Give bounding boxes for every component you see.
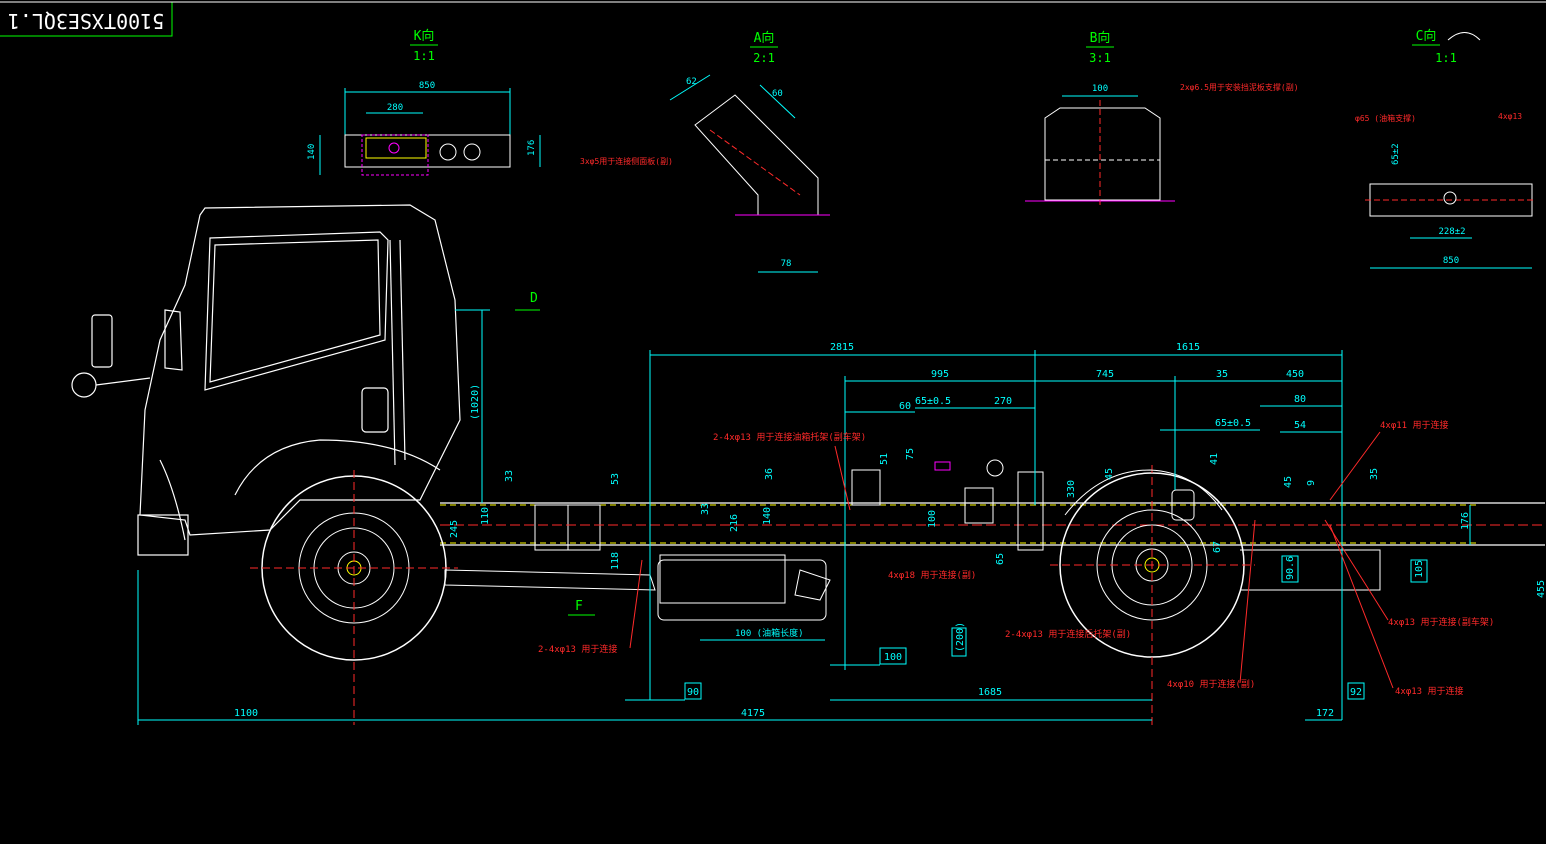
view-c-title: C向 xyxy=(1416,28,1437,44)
dim-v41: 41 xyxy=(1209,453,1220,465)
rear-wheel xyxy=(1050,465,1255,725)
view-a-scale: 2:1 xyxy=(753,51,775,65)
dim-v140: 140 xyxy=(762,507,773,525)
dim-v330: 330 xyxy=(1066,480,1077,498)
marker-d: D xyxy=(530,291,538,306)
dim-4175: 4175 xyxy=(741,708,765,719)
view-k-title: K向 xyxy=(414,28,435,44)
dim-v75: 75 xyxy=(905,448,916,460)
dim-c-65: 65±2 xyxy=(1391,143,1401,165)
drawing-code: 5100TXSE3QL.1 xyxy=(8,9,165,33)
dim-b-100: 100 xyxy=(1092,84,1108,94)
dim-k-850: 850 xyxy=(419,81,435,91)
dim-v33b: 33 xyxy=(700,503,711,515)
view-c: C向 1:1 850 228±2 65±2 φ65 (油箱支撑) 4xφ13 xyxy=(1355,28,1535,269)
dim-80: 80 xyxy=(1294,394,1306,405)
dim-172: 172 xyxy=(1316,708,1334,719)
front-wheel xyxy=(250,470,458,725)
view-k-scale: 1:1 xyxy=(413,49,435,63)
dim-1615: 1615 xyxy=(1176,342,1200,353)
dim-90: 90 xyxy=(687,687,699,698)
dim-k-280: 280 xyxy=(387,103,403,113)
note-a: 3xφ5用于连接侧面板(副) xyxy=(580,156,673,166)
vertical-dimensions: (1020) 33 53 36 51 75 41 45 45 35 9 110 … xyxy=(449,309,1546,657)
dim-1685: 1685 xyxy=(978,687,1002,698)
dim-k-176: 176 xyxy=(527,140,537,156)
dim-v45a: 45 xyxy=(1104,468,1115,480)
dim-995: 995 xyxy=(931,369,949,380)
dim-v67: 67 xyxy=(1212,541,1223,553)
title-block: 5100TXSE3QL.1 xyxy=(0,1,1546,37)
dim-v9: 9 xyxy=(1306,480,1317,486)
dim-v906: 90.6 xyxy=(1285,556,1296,580)
note-5: 2-4xφ13 用于连接后托架(副) xyxy=(1005,628,1131,640)
notes: 2-4xφ13 用于连接油箱托架(副车架) 4xφ11 用于连接 4xφ18 用… xyxy=(538,419,1494,697)
dim-a-62: 62 xyxy=(686,77,697,87)
dim-54: 54 xyxy=(1294,420,1306,431)
marker-f: F xyxy=(575,599,583,614)
note-3: 4xφ18 用于连接(副) xyxy=(888,569,976,581)
view-b-scale: 3:1 xyxy=(1089,51,1111,65)
view-k: K向 1:1 850 280 140 176 xyxy=(307,28,541,176)
dim-c-850: 850 xyxy=(1443,256,1459,266)
dim-v33: 33 xyxy=(504,470,515,482)
dim-v35: 35 xyxy=(1369,468,1380,480)
dim-v200: (200) xyxy=(955,622,966,652)
dim-745: 745 xyxy=(1096,369,1114,380)
dim-100-note: 100 (油箱长度) xyxy=(735,627,804,639)
note-1: 2-4xφ13 用于连接油箱托架(副车架) xyxy=(713,431,866,443)
dim-450: 450 xyxy=(1286,369,1304,380)
note-7: 4xφ10 用于连接(副) xyxy=(1167,678,1255,690)
note-2: 4xφ11 用于连接 xyxy=(1380,419,1449,431)
view-markers: D F xyxy=(515,291,595,616)
dim-92: 92 xyxy=(1350,687,1362,698)
dim-2815: 2815 xyxy=(830,342,854,353)
dim-v65: 65 xyxy=(995,553,1006,565)
dim-35-top: 35 xyxy=(1216,369,1228,380)
dim-65-05-right: 65±0.5 xyxy=(1215,418,1251,429)
view-c-scale: 1:1 xyxy=(1435,51,1457,65)
dim-v455: 455 xyxy=(1536,580,1546,598)
dim-270: 270 xyxy=(994,396,1012,407)
dim-k-140: 140 xyxy=(307,144,317,160)
dim-v100: 100 xyxy=(927,510,938,528)
dim-v36: 36 xyxy=(764,468,775,480)
dim-v105: 105 xyxy=(1414,560,1425,578)
top-dimensions: 2815 1615 995 745 35 450 60 65±0.5 270 6… xyxy=(649,342,1343,720)
view-a-title: A向 xyxy=(754,30,775,46)
dim-a-60: 60 xyxy=(772,89,783,99)
view-a: A向 2:1 62 60 78 3xφ5用于连接侧面板(副) xyxy=(580,30,830,273)
view-b: B向 3:1 100 2xφ6.5用于安装挡泥板支撑(副) xyxy=(1025,30,1299,205)
truck-cab xyxy=(71,204,461,556)
dim-v176: 176 xyxy=(1460,512,1471,530)
note-6: 4xφ13 用于连接(副车架) xyxy=(1388,616,1494,628)
dim-v216: 216 xyxy=(729,514,740,532)
bottom-dimensions: 1100 4175 1685 90 100 100 (油箱长度) 92 172 xyxy=(137,570,1365,725)
note-c-left: φ65 (油箱支撑) xyxy=(1355,113,1416,123)
dim-1100: 1100 xyxy=(234,708,258,719)
dim-a-78: 78 xyxy=(781,259,792,269)
dim-v45b: 45 xyxy=(1283,476,1294,488)
dim-v245: 245 xyxy=(449,520,460,538)
dim-65-05-left: 65±0.5 xyxy=(915,396,951,407)
dim-1020: (1020) xyxy=(470,384,481,420)
dim-60: 60 xyxy=(899,401,911,412)
note-4: 2-4xφ13 用于连接 xyxy=(538,643,617,655)
dim-v51: 51 xyxy=(879,453,890,465)
note-c-right: 4xφ13 xyxy=(1498,112,1522,121)
dim-100-box: 100 xyxy=(884,652,902,663)
dim-v53: 53 xyxy=(610,473,621,485)
note-8: 4xφ13 用于连接 xyxy=(1395,685,1464,697)
dim-v118: 118 xyxy=(610,552,621,570)
view-b-title: B向 xyxy=(1090,30,1111,46)
dim-c-228: 228±2 xyxy=(1438,227,1465,237)
dim-v110: 110 xyxy=(480,507,491,525)
note-b: 2xφ6.5用于安装挡泥板支撑(副) xyxy=(1180,82,1299,92)
